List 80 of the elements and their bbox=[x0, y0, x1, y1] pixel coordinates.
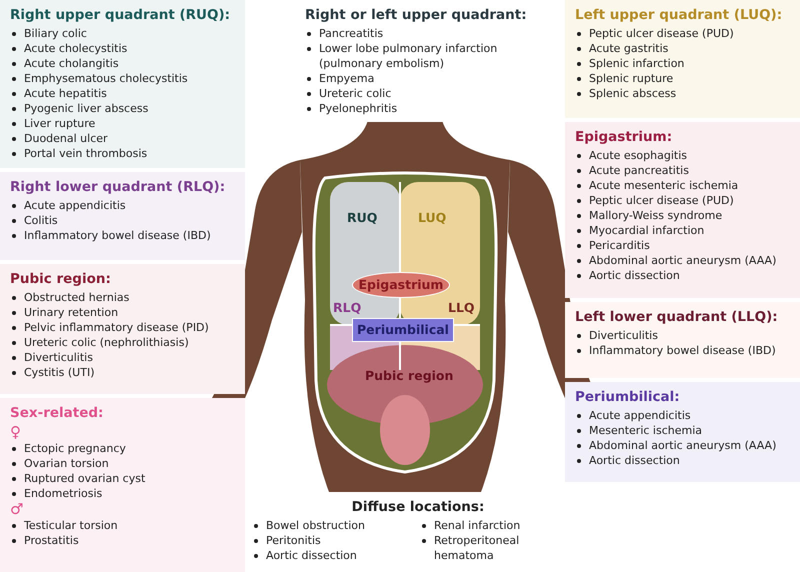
list-item: Endometriosis bbox=[24, 486, 102, 501]
list-item: Aortic dissection bbox=[589, 268, 680, 283]
list-item: Acute cholecystitis bbox=[24, 41, 128, 56]
list-item: Inflammatory bowel disease (IBD) bbox=[24, 228, 211, 243]
region-label: Pubic region bbox=[365, 368, 454, 383]
list-item: Urinary retention bbox=[24, 305, 118, 320]
list-item: Ruptured ovarian cyst bbox=[24, 471, 146, 486]
info-panel bbox=[0, 0, 245, 168]
panel-heading: Left lower quadrant (LLQ): bbox=[575, 309, 779, 325]
list-item: Emphysematous cholecystitis bbox=[24, 71, 188, 86]
list-item: Abdominal aortic aneurysm (AAA) bbox=[589, 438, 776, 453]
list-item: Acute mesenteric ischemia bbox=[589, 178, 738, 193]
panel-heading: Right or left upper quadrant: bbox=[305, 7, 528, 23]
list-item: Abdominal aortic aneurysm (AAA) bbox=[589, 253, 776, 268]
list-item: Acute gastritis bbox=[589, 41, 668, 56]
panel-heading: Sex-related: bbox=[10, 405, 104, 421]
list-item: Ovarian torsion bbox=[24, 456, 109, 471]
list-item: Ureteric colic (nephrolithiasis) bbox=[24, 335, 189, 350]
info-panel bbox=[565, 0, 800, 118]
list-item: Peritonitis bbox=[266, 533, 321, 548]
region-box: Periumbilical bbox=[352, 318, 454, 342]
list-item: Peptic ulcer disease (PUD) bbox=[589, 193, 734, 208]
list-item: Colitis bbox=[24, 213, 58, 228]
list-item: Pyelonephritis bbox=[319, 101, 398, 116]
list-item: Acute appendicitis bbox=[24, 198, 126, 213]
list-item: Mesenteric ischemia bbox=[589, 423, 702, 438]
panel-heading: Pubic region: bbox=[10, 271, 112, 287]
list-item: Splenic rupture bbox=[589, 71, 674, 86]
info-panel bbox=[0, 172, 245, 260]
list-item: Acute appendicitis bbox=[589, 408, 691, 423]
list-item: Mallory-Weiss syndrome bbox=[589, 208, 722, 223]
list-item: Splenic infarction bbox=[589, 56, 684, 71]
sex-symbol: ♀ bbox=[10, 424, 22, 441]
list-item: Biliary colic bbox=[24, 26, 87, 41]
info-panel bbox=[0, 264, 245, 394]
info-panel bbox=[565, 302, 800, 378]
list-item: Lower lobe pulmonary infarction (pulmonary embolism) bbox=[319, 41, 498, 71]
list-item: Duodenal ulcer bbox=[24, 131, 108, 146]
list-item: Acute cholangitis bbox=[24, 56, 119, 71]
region-label: LUQ bbox=[418, 210, 446, 225]
list-item: Diverticulitis bbox=[24, 350, 93, 365]
panel-heading: Right upper quadrant (RUQ): bbox=[10, 7, 232, 23]
list-item: Liver rupture bbox=[24, 116, 96, 131]
sex-symbol: ♂ bbox=[10, 501, 24, 518]
list-item: Bowel obstruction bbox=[266, 518, 365, 533]
info-panel bbox=[565, 382, 800, 482]
list-item: Acute hepatitis bbox=[24, 86, 107, 101]
list-item: Pancreatitis bbox=[319, 26, 384, 41]
info-panel bbox=[565, 122, 800, 298]
list-item: Renal infarction bbox=[434, 518, 520, 533]
panel-heading: Epigastrium: bbox=[575, 129, 674, 145]
region-label: LLQ bbox=[448, 300, 475, 315]
list-item: Ectopic pregnancy bbox=[24, 441, 126, 456]
panel-heading: Right lower quadrant (RLQ): bbox=[10, 179, 226, 195]
list-item: Aortic dissection bbox=[589, 453, 680, 468]
list-item: Empyema bbox=[319, 71, 374, 86]
list-item: Pelvic inflammatory disease (PID) bbox=[24, 320, 209, 335]
panel-heading: Diffuse locations: bbox=[350, 499, 486, 515]
list-item: Inflammatory bowel disease (IBD) bbox=[589, 343, 776, 358]
region-label: RLQ bbox=[333, 300, 362, 315]
list-item: Acute esophagitis bbox=[589, 148, 687, 163]
list-item: Testicular torsion bbox=[24, 518, 118, 533]
region-label: RUQ bbox=[347, 210, 378, 225]
list-item: Diverticulitis bbox=[589, 328, 658, 343]
list-item: Myocardial infarction bbox=[589, 223, 704, 238]
list-item: Ureteric colic bbox=[319, 86, 392, 101]
list-item: Splenic abscess bbox=[589, 86, 676, 101]
list-item: Prostatitis bbox=[24, 533, 79, 548]
list-item: Peptic ulcer disease (PUD) bbox=[589, 26, 734, 41]
list-item: Retroperitoneal hematoma bbox=[434, 533, 520, 563]
list-item: Obstructed hernias bbox=[24, 290, 130, 305]
list-item: Cystitis (UTI) bbox=[24, 365, 94, 380]
list-item: Portal vein thrombosis bbox=[24, 146, 148, 161]
list-item: Pericarditis bbox=[589, 238, 650, 253]
list-item: Pyogenic liver abscess bbox=[24, 101, 148, 116]
panel-heading: Left upper quadrant (LUQ): bbox=[575, 7, 784, 23]
list-item: Acute pancreatitis bbox=[589, 163, 689, 178]
info-panel bbox=[0, 398, 245, 572]
list-item: Aortic dissection bbox=[266, 548, 357, 563]
panel-heading: Periumbilical: bbox=[575, 389, 681, 405]
